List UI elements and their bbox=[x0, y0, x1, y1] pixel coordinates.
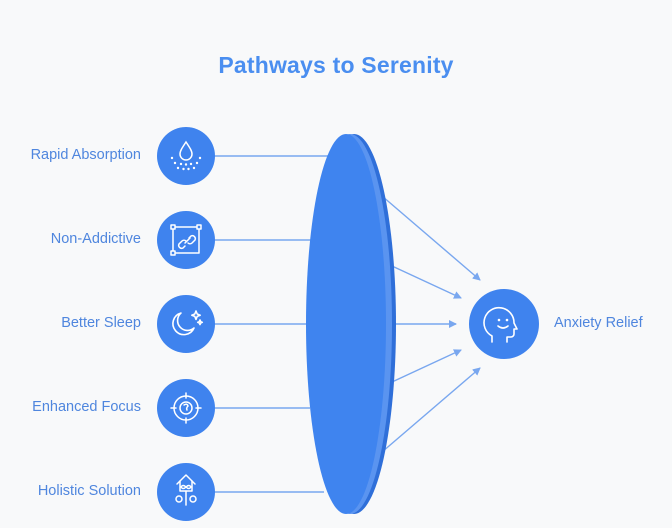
input-label-non-addictive: Non-Addictive bbox=[50, 231, 141, 247]
output-circle-anxiety-relief bbox=[469, 289, 539, 359]
arrow-2 bbox=[391, 265, 462, 299]
input-circle-better-sleep bbox=[157, 295, 215, 353]
input-circle-enhanced-focus bbox=[157, 379, 215, 437]
input-label-holistic-solution: Holistic Solution bbox=[37, 483, 141, 499]
arrow-1 bbox=[381, 195, 481, 281]
droplet-dots-icon bbox=[170, 140, 202, 171]
input-label-rapid-absorption: Rapid Absorption bbox=[30, 147, 141, 163]
arrow-5 bbox=[381, 367, 481, 453]
output-label-anxiety-relief: Anxiety Relief bbox=[554, 315, 643, 331]
arrow-4 bbox=[391, 349, 462, 383]
output-arrows bbox=[381, 195, 481, 453]
target-focus-icon bbox=[170, 392, 202, 424]
house-sprout-icon bbox=[175, 474, 197, 506]
input-connectors bbox=[214, 155, 328, 493]
input-circle-holistic-solution bbox=[157, 463, 215, 521]
input-circle-non-addictive bbox=[157, 211, 215, 269]
input-label-enhanced-focus: Enhanced Focus bbox=[32, 399, 141, 415]
input-circle-rapid-absorption bbox=[157, 127, 215, 185]
diagram-title: Pathways to Serenity bbox=[218, 52, 454, 78]
smiling-head-icon bbox=[483, 307, 518, 343]
moon-stars-icon bbox=[172, 310, 204, 336]
input-label-better-sleep: Better Sleep bbox=[61, 315, 141, 331]
link-square-icon bbox=[170, 224, 202, 256]
lens-shape bbox=[306, 134, 396, 514]
